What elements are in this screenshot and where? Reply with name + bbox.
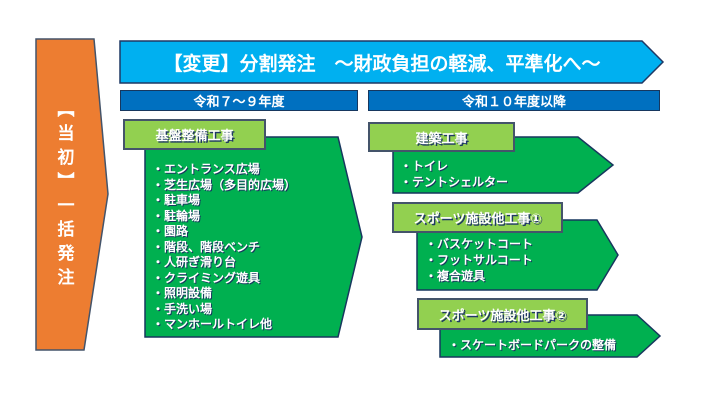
- group-label-foundation: 基盤整備工事: [123, 119, 266, 150]
- list-item: ・園路: [152, 224, 189, 238]
- list-item: ・階段、階段ベンチ: [152, 239, 261, 254]
- list-item: ・照明設備: [152, 286, 213, 300]
- group-arrow-sports1: [416, 219, 619, 291]
- list-item: ・複合遊具: [425, 269, 486, 283]
- list-item: ・フットサルコート: [425, 253, 533, 267]
- banner-arrow-shape: [119, 40, 665, 84]
- group-label-sports1: スポーツ施設他工事①: [392, 202, 563, 233]
- group-label-sports2: スポーツ施設他工事②: [417, 298, 588, 330]
- list-item: ・手洗い場: [152, 301, 213, 316]
- list-item: ・駐輪場: [152, 208, 201, 223]
- group-list-building: ・トイレ・テントシェルター: [400, 158, 508, 190]
- initial-order-label: 【当初】一括発注: [54, 99, 74, 292]
- list-item: ・スケートボードパークの整備: [448, 338, 617, 352]
- list-item: ・テントシェルター: [400, 175, 509, 189]
- initial-arrow-shape: [35, 38, 109, 351]
- group-label-building: 建築工事: [368, 122, 515, 152]
- list-item: ・芝生広場（多目的広場）: [152, 177, 297, 192]
- banner-title: 【変更】分割発注 ～財政負担の軽減、平準化へ～: [163, 53, 601, 75]
- list-item: ・クライミング遊具: [152, 270, 261, 285]
- list-item: ・マンホールトイレ他: [152, 317, 273, 331]
- group-arrow-foundation: [144, 136, 363, 338]
- group-list-sports1: ・バスケットコート・フットサルコート・複合遊具: [425, 236, 533, 284]
- period-bar-r10-later: 令和１０年度以降: [368, 90, 660, 111]
- period-bar-r7-9: 令和７～９年度: [120, 90, 358, 111]
- group-list-foundation: ・エントランス広場・芝生広場（多目的広場）・駐車場・駐輪場・園路・階段、階段ベン…: [152, 162, 296, 333]
- list-item: ・エントランス広場: [152, 162, 260, 176]
- list-item: ・人研ぎ滑り台: [152, 255, 237, 269]
- group-list-sports2: ・スケートボードパークの整備: [448, 337, 616, 353]
- list-item: ・バスケットコート: [425, 237, 534, 251]
- list-item: ・駐車場: [152, 193, 201, 207]
- list-item: ・トイレ: [400, 159, 449, 173]
